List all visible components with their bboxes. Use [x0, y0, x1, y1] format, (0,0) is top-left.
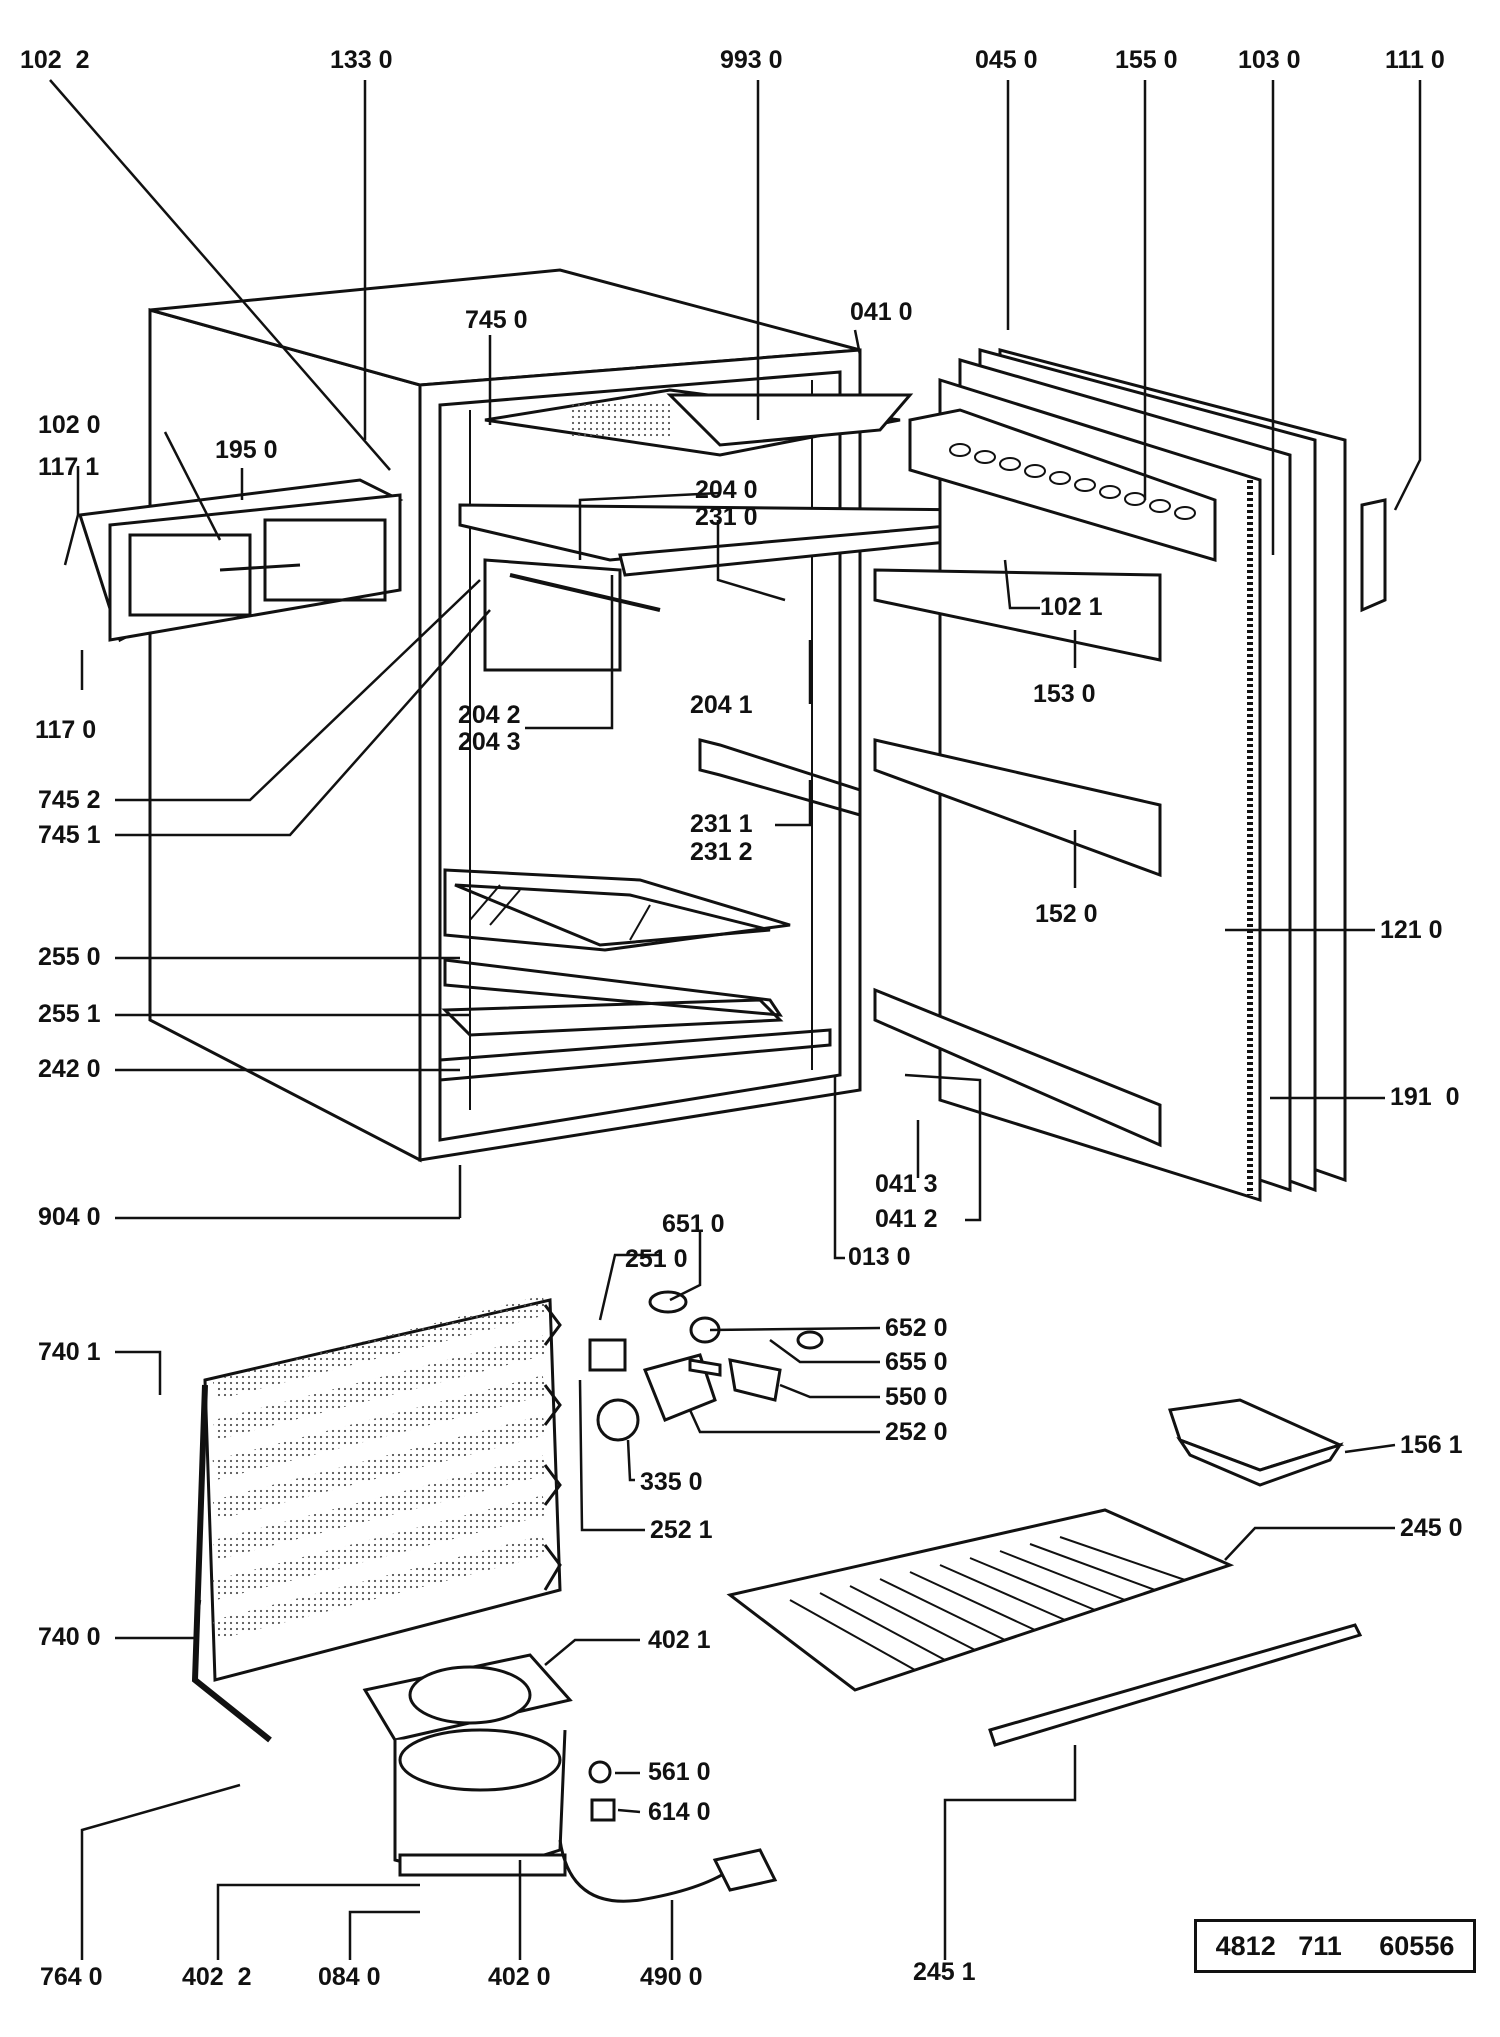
part-label: 651 0	[662, 1210, 725, 1238]
part-label: 191 0	[1390, 1083, 1460, 1111]
crisper-drawer	[438, 738, 862, 1082]
part-label: 153 0	[1033, 680, 1096, 708]
part-label: 252 0	[885, 1418, 948, 1446]
part-label: 740 0	[38, 1623, 101, 1651]
part-label: 231 2	[690, 838, 753, 866]
part-label: 402 2	[182, 1963, 252, 1991]
part-label: 102 1	[1040, 593, 1103, 621]
thermostat-and-light	[588, 1290, 824, 1442]
part-label: 041 3	[875, 1170, 938, 1198]
part-label: 041 0	[850, 298, 913, 326]
part-label: 204 2	[458, 701, 521, 729]
part-label: 402 1	[648, 1626, 711, 1654]
freezer-door-flap	[78, 478, 404, 643]
part-label: 904 0	[38, 1203, 101, 1231]
part-label: 255 1	[38, 1000, 101, 1028]
part-label: 255 0	[38, 943, 101, 971]
part-label: 242 0	[38, 1055, 101, 1083]
part-label: 402 0	[488, 1963, 551, 1991]
part-label: 121 0	[1380, 916, 1443, 944]
part-label: 102 2	[20, 46, 90, 74]
part-label: 102 0	[38, 411, 101, 439]
part-label: 764 0	[40, 1963, 103, 1991]
catalog-number-box: 4812 711 60556	[1194, 1919, 1476, 1973]
part-label: 252 1	[650, 1516, 713, 1544]
part-label: 745 2	[38, 786, 101, 814]
part-label: 111 0	[1385, 46, 1445, 74]
part-label: 045 0	[975, 46, 1038, 74]
wire-shelf	[726, 1508, 1363, 1747]
part-label: 195 0	[215, 436, 278, 464]
part-label: 245 0	[1400, 1514, 1463, 1542]
part-label: 155 0	[1115, 46, 1178, 74]
part-label: 655 0	[885, 1348, 948, 1376]
part-label: 231 0	[695, 503, 758, 531]
part-label: 204 1	[690, 691, 753, 719]
part-label: 103 0	[1238, 46, 1301, 74]
compressor	[362, 1653, 778, 1903]
part-label: 550 0	[885, 1383, 948, 1411]
part-label: 041 2	[875, 1205, 938, 1233]
part-label: 561 0	[648, 1758, 711, 1786]
part-label: 652 0	[885, 1314, 948, 1342]
part-label: 245 1	[913, 1958, 976, 1986]
part-label: 335 0	[640, 1468, 703, 1496]
part-label: 745 0	[465, 306, 528, 334]
part-label: 117 1	[38, 453, 100, 481]
part-label: 156 1	[1400, 1431, 1463, 1459]
part-label: 745 1	[38, 821, 101, 849]
door-assembly	[873, 348, 1387, 1203]
part-label: 740 1	[38, 1338, 101, 1366]
leader-lines	[49, 79, 1422, 1960]
part-label: 013 0	[848, 1243, 911, 1271]
part-label: 251 0	[625, 1245, 688, 1273]
part-label: 204 0	[695, 476, 758, 504]
part-label: 117 0	[35, 716, 97, 744]
part-label: 614 0	[648, 1798, 711, 1826]
ice-tray	[1168, 1398, 1345, 1487]
part-label: 084 0	[318, 1963, 381, 1991]
part-label: 204 3	[458, 728, 521, 756]
condenser-coil	[191, 1295, 562, 1743]
part-label: 231 1	[690, 810, 753, 838]
part-label: 490 0	[640, 1963, 703, 1991]
part-label: 152 0	[1035, 900, 1098, 928]
part-label: 133 0	[330, 46, 393, 74]
part-label: 993 0	[720, 46, 783, 74]
